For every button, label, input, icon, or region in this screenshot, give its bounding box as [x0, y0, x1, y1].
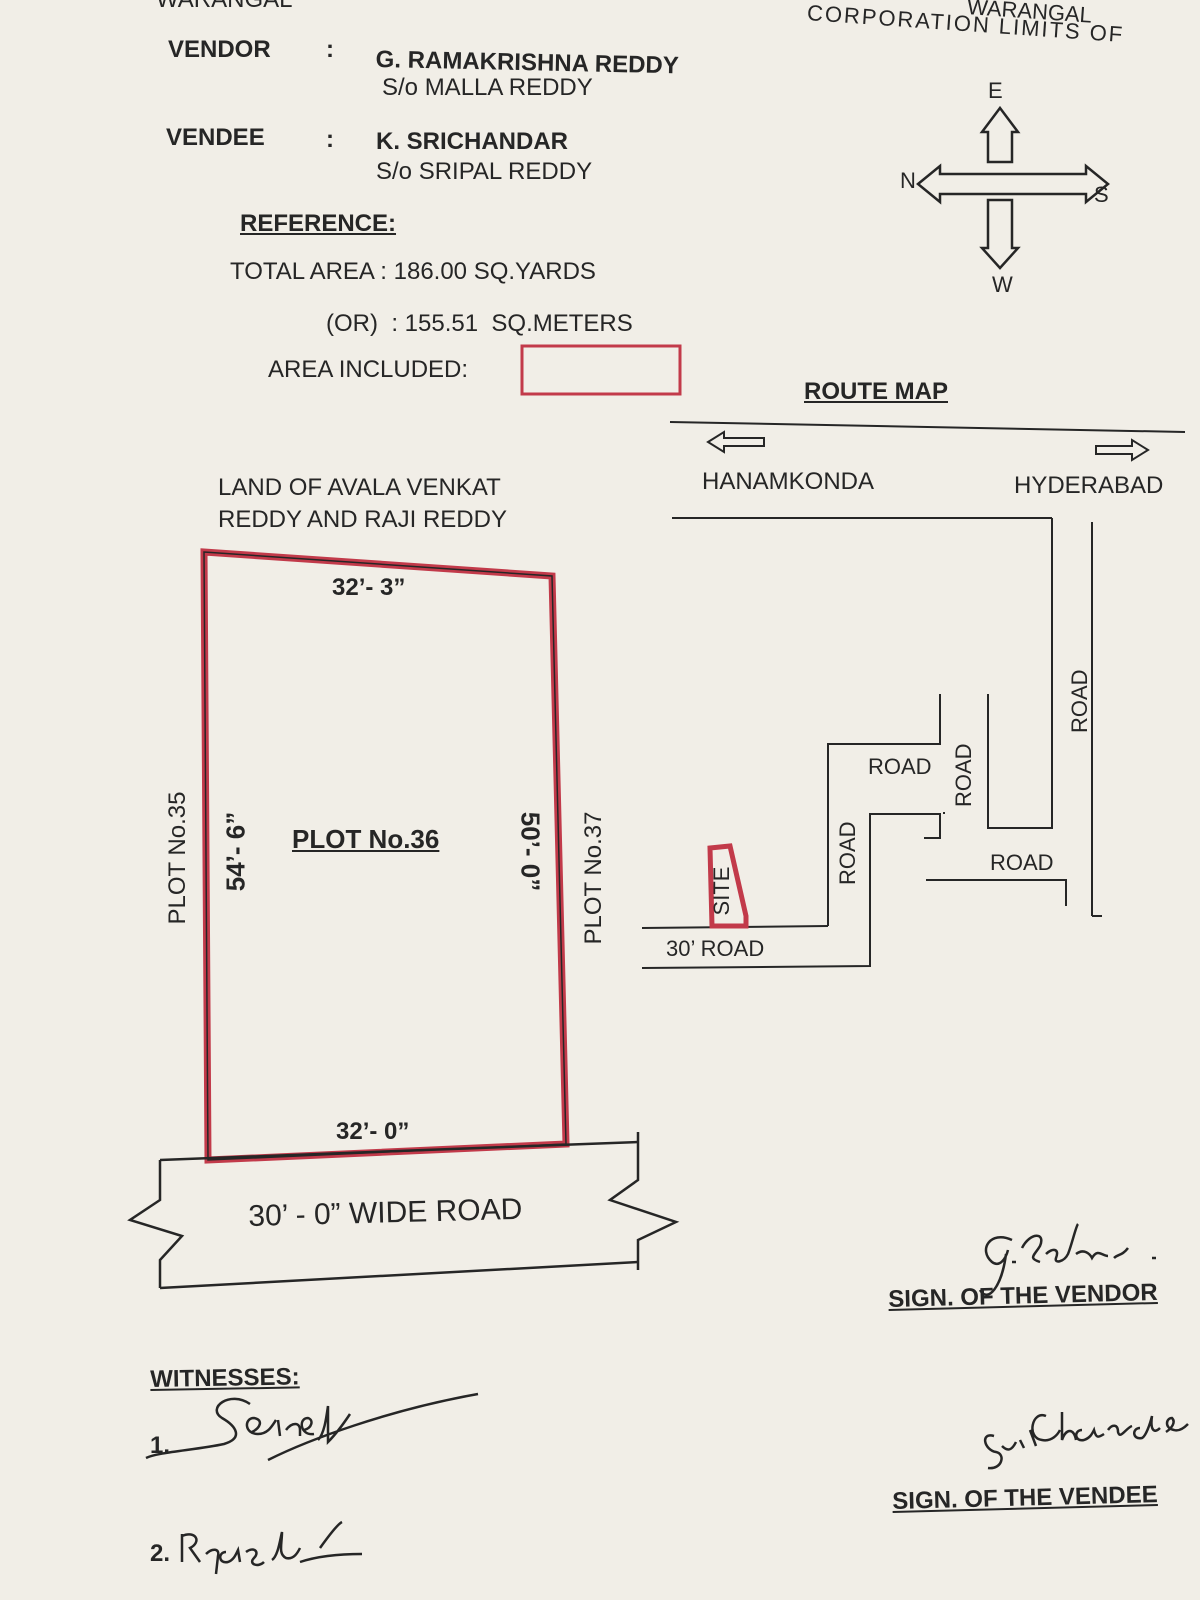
vendee-signature	[984, 1412, 1189, 1470]
vendee-relation: S/o SRIPAL REDDY	[376, 158, 593, 185]
bottom-dimension: 32’- 0”	[336, 1118, 410, 1145]
vendor-relation: S/o MALLA REDDY	[382, 74, 593, 101]
right-arrow-icon	[1095, 438, 1150, 462]
total-area: TOTAL AREA : 186.00 SQ.YARDS	[230, 258, 596, 285]
compass-east: E	[988, 78, 1003, 103]
route-right-destination: HYDERABAD	[1014, 472, 1164, 499]
route-map-title: ROUTE MAP	[804, 378, 948, 405]
witness1-signature	[145, 1392, 479, 1462]
plot-outline	[200, 548, 570, 1164]
vendee-name: K. SRICHANDAR	[376, 128, 568, 155]
north-neighbour-line1: LAND OF AVALA VENKAT	[218, 474, 501, 501]
route-road-label: ROAD	[951, 743, 976, 807]
left-dimension: 54’- 6”	[220, 811, 251, 892]
vendee-label: VENDEE	[166, 124, 265, 151]
vendor-colon: :	[326, 36, 334, 63]
route-site-label: SITE	[709, 866, 734, 916]
route-road-label: ROAD	[868, 754, 932, 779]
header-left-text: WARANGAL	[156, 0, 292, 14]
area-included-box	[520, 344, 682, 396]
route-30-road: 30’ ROAD	[666, 936, 765, 961]
area-included-label: AREA INCLUDED:	[268, 356, 469, 383]
vendor-signature	[978, 1223, 1156, 1297]
witness-1-number: 1.	[150, 1432, 171, 1459]
site-marker	[707, 843, 749, 929]
compass-west: W	[992, 272, 1013, 297]
top-dimension: 32’- 3”	[332, 574, 406, 601]
wide-road	[127, 1132, 680, 1290]
left-arrow-icon	[706, 430, 765, 454]
reference-title: REFERENCE:	[240, 210, 397, 237]
witnesses-title: WITNESSES:	[150, 1363, 300, 1393]
vendor-label: VENDOR	[168, 36, 271, 63]
plot-number: PLOT No.36	[292, 824, 440, 854]
wide-road-label: 30’ - 0” WIDE ROAD	[248, 1192, 523, 1233]
witness2-signature	[180, 1520, 363, 1575]
right-plot-label: PLOT No.37	[580, 811, 607, 945]
compass-north: N	[900, 168, 916, 193]
route-road-label: ROAD	[990, 850, 1054, 875]
right-dimension: 50’- 0”	[515, 811, 546, 892]
witness-2-number: 2.	[150, 1540, 171, 1567]
compass-icon	[916, 105, 1110, 270]
north-neighbour-line2: REDDY AND RAJI REDDY	[218, 506, 507, 533]
compass-south: S	[1094, 182, 1109, 207]
route-left-destination: HANAMKONDA	[702, 468, 875, 495]
left-plot-label: PLOT No.35	[164, 791, 191, 925]
area-sq-meters: (OR) : 155.51 SQ.METERS	[326, 310, 633, 337]
vendee-colon: :	[326, 126, 334, 153]
route-road-label: ROAD	[1067, 669, 1092, 733]
route-map	[641, 421, 1186, 969]
route-road-label: ROAD	[835, 821, 860, 885]
